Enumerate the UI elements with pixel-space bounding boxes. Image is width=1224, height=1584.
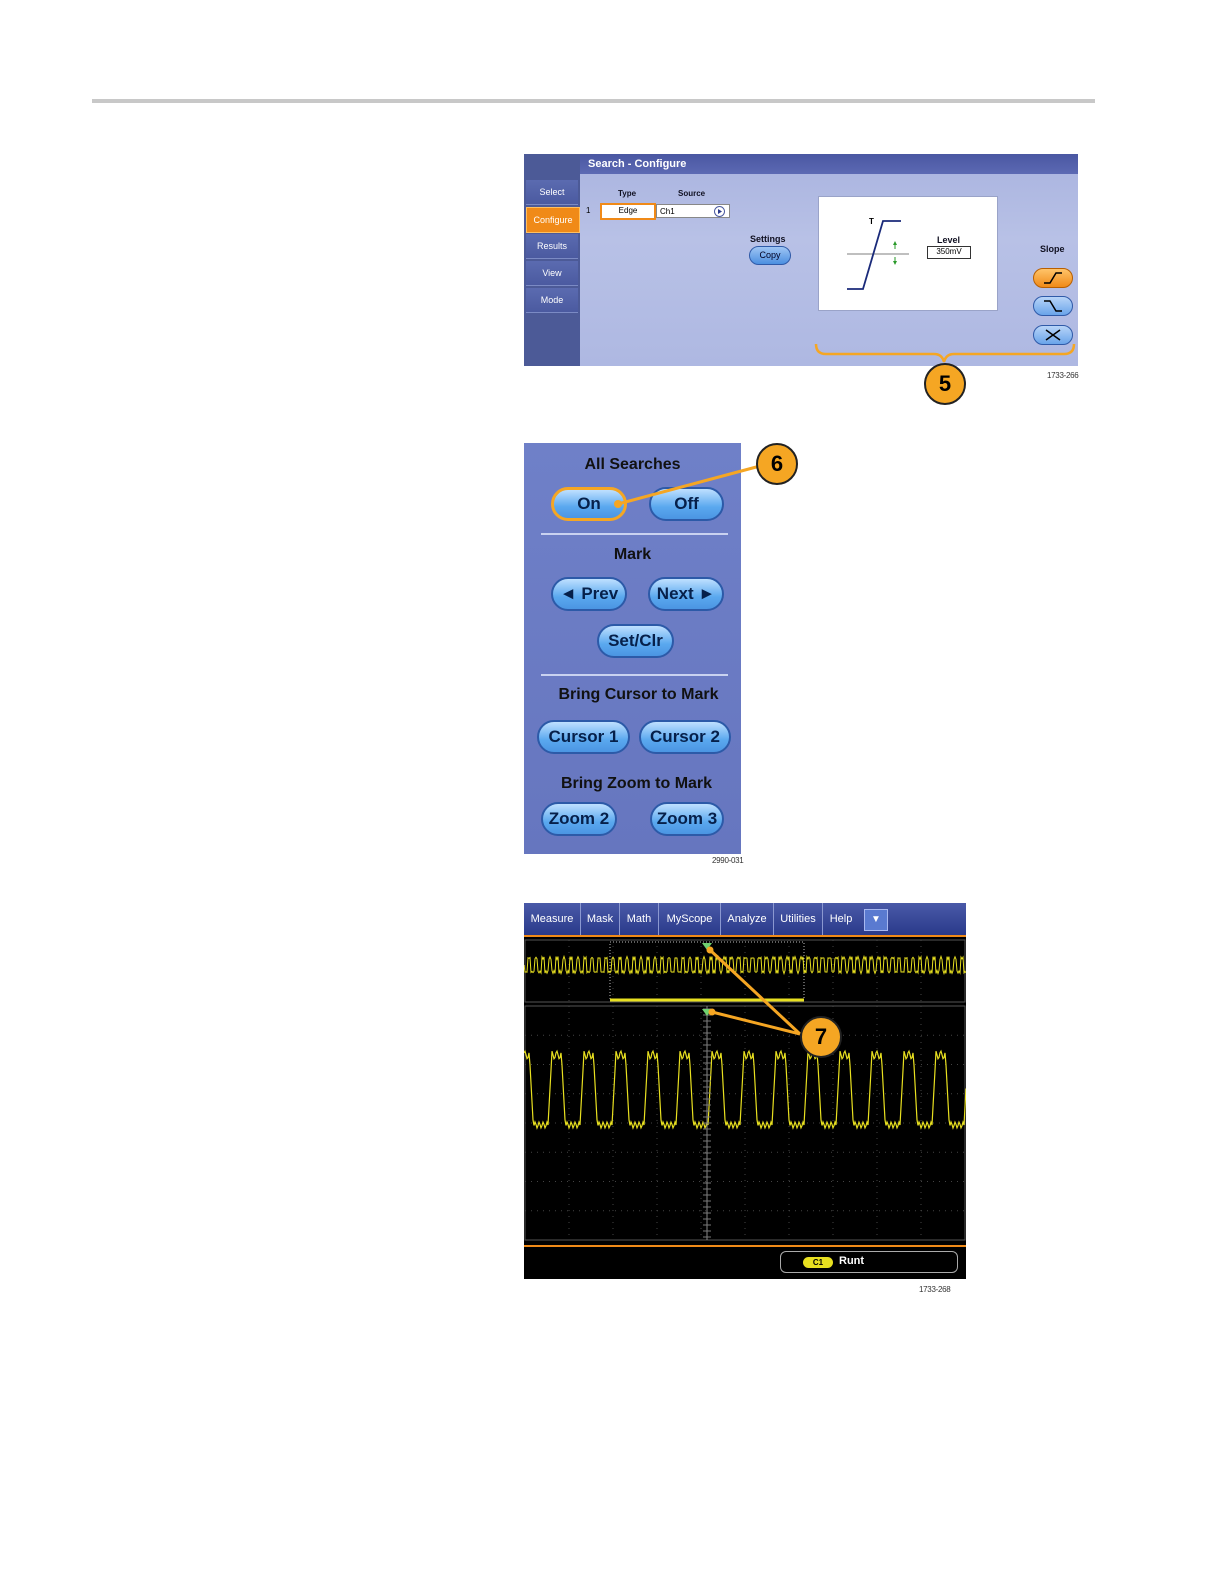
menu-help[interactable]: Help xyxy=(829,913,853,925)
slope-falling-button[interactable] xyxy=(1033,296,1073,316)
rising-edge-icon xyxy=(1044,272,1062,284)
falling-edge-icon xyxy=(1044,300,1062,312)
callout-5: 5 xyxy=(924,363,966,405)
search-configure-content: Search - Configure Type Source 1 Edge Ch… xyxy=(580,154,1078,366)
bring-zoom-label: Bring Zoom to Mark xyxy=(560,775,713,792)
source-value: Ch1 xyxy=(660,207,675,216)
menu-utilities[interactable]: Utilities xyxy=(774,903,823,935)
callout-6: 6 xyxy=(756,443,798,485)
source-cell[interactable]: Ch1 xyxy=(656,204,730,218)
callout-5-bracket xyxy=(814,343,1076,363)
status-text: Runt xyxy=(839,1255,865,1267)
level-value[interactable]: 350mV xyxy=(927,246,971,259)
search-configure-panel: Select Configure Results View Mode Searc… xyxy=(524,154,1078,366)
mark-label: Mark xyxy=(613,546,652,563)
all-searches-panel: All Searches On Off Mark ◄ Prev Next ► S… xyxy=(524,443,741,854)
zoom-3-button[interactable]: Zoom 3 xyxy=(650,802,724,836)
tab-results[interactable]: Results xyxy=(526,234,578,259)
type-column-header: Type xyxy=(618,189,637,198)
prev-mark-button[interactable]: ◄ Prev xyxy=(551,577,627,611)
row-index: 1 xyxy=(586,206,591,215)
scope-display: Measure Mask Math MyScope Analyze Utilit… xyxy=(524,903,966,1279)
page-header-rule xyxy=(92,99,1095,103)
divider xyxy=(541,674,728,676)
figure-id-1: 1733-266 xyxy=(1047,371,1079,380)
cursor-1-button[interactable]: Cursor 1 xyxy=(537,720,630,754)
divider xyxy=(541,533,728,535)
source-column-header: Source xyxy=(678,189,706,198)
all-searches-title: All Searches xyxy=(584,456,681,473)
tab-mode[interactable]: Mode xyxy=(526,288,578,313)
settings-label: Settings xyxy=(750,234,786,244)
slope-rising-button[interactable] xyxy=(1033,268,1073,288)
tab-select[interactable]: Select xyxy=(526,180,578,205)
figure-id-2: 2990-031 xyxy=(712,856,744,865)
mark-triangle-icon xyxy=(702,943,712,950)
tab-view[interactable]: View xyxy=(526,261,578,286)
menu-dropdown-button[interactable]: ▼ xyxy=(864,909,888,931)
level-label: Level xyxy=(937,235,961,245)
edge-preview-graphic xyxy=(847,220,909,290)
play-icon xyxy=(718,209,722,214)
zoom-2-button[interactable]: Zoom 2 xyxy=(541,802,617,836)
next-mark-button[interactable]: Next ► xyxy=(648,577,724,611)
cursor-2-button[interactable]: Cursor 2 xyxy=(639,720,731,754)
source-arrow-button[interactable] xyxy=(714,206,725,217)
either-edge-icon xyxy=(1045,329,1061,341)
menu-analyze[interactable]: Analyze xyxy=(721,903,774,935)
menu-bar: Measure Mask Math MyScope Analyze Utilit… xyxy=(524,903,966,935)
bring-cursor-label: Bring Cursor to Mark xyxy=(558,686,719,703)
set-clear-mark-button[interactable]: Set/Clr xyxy=(597,624,674,658)
type-cell[interactable]: Edge xyxy=(600,203,656,220)
trigger-marker: T xyxy=(869,217,874,226)
menu-myscope[interactable]: MyScope xyxy=(659,903,721,935)
menu-mask[interactable]: Mask xyxy=(581,903,620,935)
menu-math[interactable]: Math xyxy=(620,903,659,935)
edge-preview: T Level 350mV xyxy=(818,196,998,311)
slope-either-button[interactable] xyxy=(1033,325,1073,345)
tab-configure[interactable]: Configure xyxy=(526,207,580,233)
callout-6-leader xyxy=(614,464,761,508)
panel-title: Search - Configure xyxy=(580,154,1078,174)
callout-7-leaders xyxy=(706,946,802,1036)
slope-label: Slope xyxy=(1040,244,1065,254)
menu-measure[interactable]: Measure xyxy=(524,903,581,935)
figure-id-3: 1733-268 xyxy=(919,1285,951,1294)
channel-badge: C1 xyxy=(803,1257,833,1268)
status-indicator: C1 Runt xyxy=(780,1251,958,1273)
callout-7: 7 xyxy=(800,1016,842,1058)
search-side-menu: Select Configure Results View Mode xyxy=(524,154,580,366)
copy-button[interactable]: Copy xyxy=(749,246,791,265)
waveform-graph xyxy=(524,935,966,1247)
